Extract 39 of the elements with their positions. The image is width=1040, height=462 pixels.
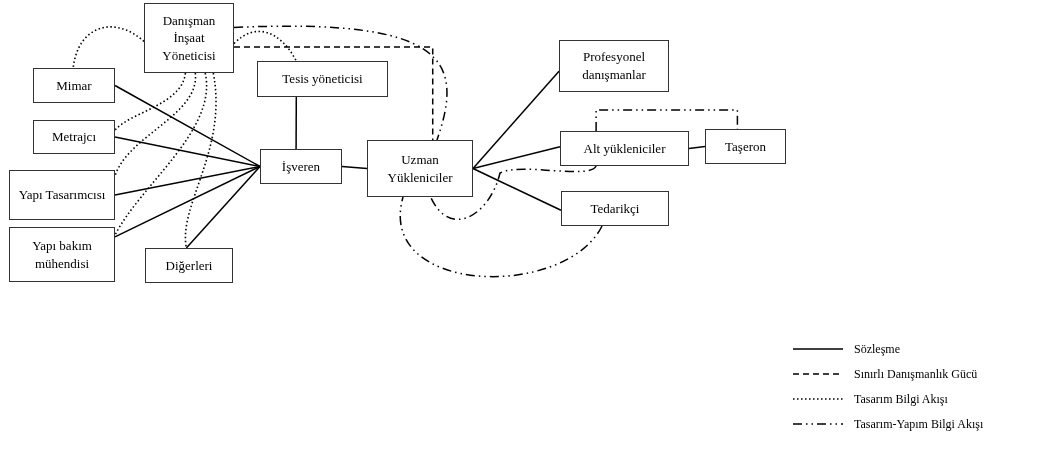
connector-line: [472, 167, 562, 211]
role-box: Tedarikçi: [561, 191, 669, 226]
connector-line: [72, 26, 145, 69]
role-box: Profesyonel danışmanlar: [559, 40, 669, 92]
legend-label: Tasarım Bilgi Akışı: [854, 391, 948, 408]
role-box: Yapı Tasarımcısı: [9, 170, 115, 220]
role-box: Alt yükleniciler: [560, 131, 689, 166]
connector-line: [399, 196, 603, 278]
connector-line: [114, 165, 261, 196]
role-box: Yapı bakım mühendisi: [9, 227, 115, 282]
role-box: Tesis yöneticisi: [257, 61, 388, 97]
connector-line: [341, 165, 368, 170]
connector-line: [233, 46, 434, 141]
legend-label: Sınırlı Danışmanlık Gücü: [854, 366, 978, 383]
role-box: Mimar: [33, 68, 115, 103]
connector-line: [295, 96, 298, 150]
role-box: Taşeron: [705, 129, 786, 164]
role-box: İşveren: [260, 149, 342, 184]
connector-line: [184, 72, 217, 249]
connector-line: [688, 145, 706, 150]
role-box: Metrajcı: [33, 120, 115, 154]
connector-line: [472, 70, 560, 170]
role-box: Danışman İnşaat Yöneticisi: [144, 3, 234, 73]
connector-line: [185, 165, 261, 249]
connector-line: [114, 72, 208, 237]
connector-line: [114, 165, 261, 238]
role-box: Diğerleri: [145, 248, 233, 283]
legend-label: Sözleşme: [854, 341, 900, 358]
connector-line: [114, 72, 187, 131]
connector-line: [114, 72, 197, 177]
legend-label: Tasarım-Yapım Bilgi Akışı: [854, 416, 984, 433]
connector-line: [595, 109, 739, 132]
connector-line: [472, 146, 561, 170]
connector-line: [429, 165, 597, 220]
role-box: Uzman Yükleniciler: [367, 140, 473, 197]
connector-line: [233, 25, 448, 141]
connector-line: [114, 136, 261, 168]
connector-line: [114, 84, 261, 168]
connector-line: [233, 30, 298, 62]
